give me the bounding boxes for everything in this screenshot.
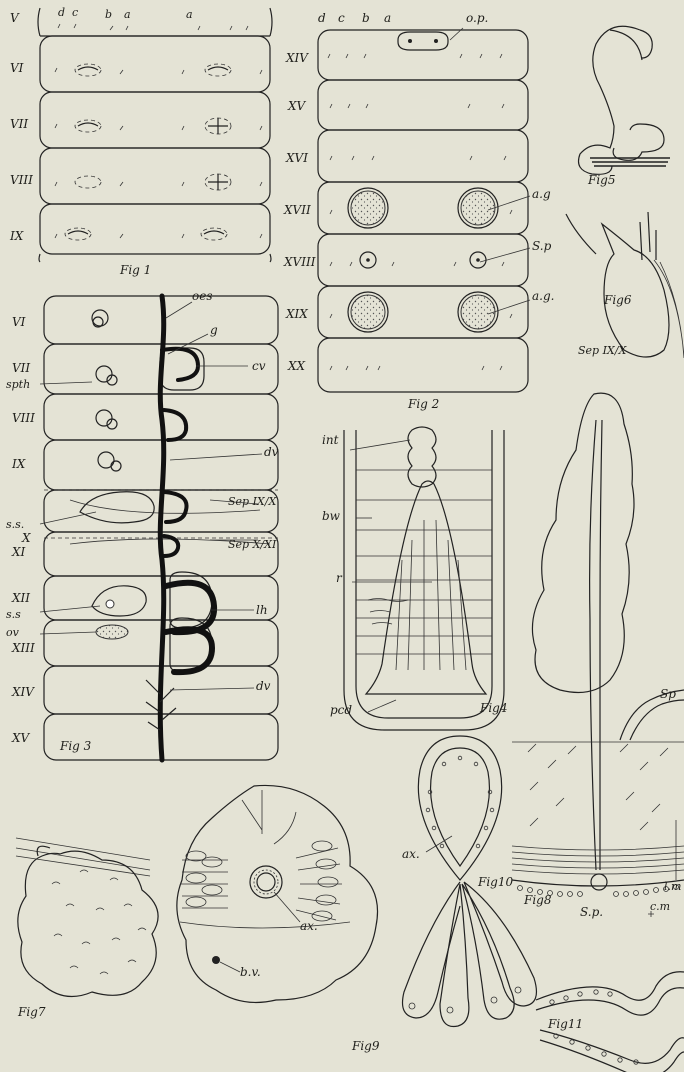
fig1-caption: Fig 1	[119, 263, 151, 277]
fig2-label-op: o.p.	[466, 11, 488, 25]
fig4-caption: Fig4	[479, 701, 507, 715]
figure-8: Sp S.p. l.m c.m Fig8	[512, 393, 684, 919]
fig2-col-c: c	[338, 11, 345, 25]
fig10-caption: Fig10	[477, 875, 513, 889]
fig7-caption: Fig7	[17, 1005, 46, 1019]
fig10-label-ax: ax.	[402, 847, 420, 861]
fig2-seg-XVIII: XVIII	[283, 255, 316, 269]
fig2-seg-XIX: XIX	[285, 307, 308, 321]
fig3-label-spth: spth	[6, 378, 30, 391]
fig3-label-oes: oes	[192, 289, 212, 303]
figure-7: Fig7	[16, 838, 158, 1019]
fig4-label-int: int	[322, 433, 339, 447]
figure-1: d c b a a V VI	[9, 6, 272, 277]
fig1-seg-VIII: VIII	[10, 173, 33, 187]
fig8-label-lm: l.m	[664, 880, 681, 893]
fig1-seg-VII: VII	[10, 117, 28, 131]
figure-5: Fig5	[579, 26, 671, 187]
fig1-col-d: d	[58, 6, 65, 19]
fig2-label-sp: S.p	[532, 239, 552, 253]
fig6-caption: Fig6	[603, 293, 632, 307]
fig3-label-ss2: s.s	[6, 608, 21, 621]
fig2-label-ag2: a.g.	[532, 289, 554, 303]
fig8-label-sp: Sp	[660, 687, 676, 701]
fig9-label-bv: b.v.	[240, 965, 261, 979]
fig3-seg-IX: IX	[11, 457, 26, 471]
figure-6: Fig6 Sep IX/X	[566, 212, 684, 358]
fig3-seg-X: X	[21, 531, 31, 545]
figure-10: ax. Fig10	[402, 736, 536, 1027]
fig3-label-g: g	[210, 323, 218, 337]
fig8-label-cm: c.m	[650, 900, 670, 913]
fig3-seg-XI: XI	[11, 545, 26, 559]
fig1-col-b: b	[105, 8, 112, 21]
fig3-label-ov: ov	[6, 626, 20, 639]
fig9-label-ax: ax.	[300, 919, 318, 933]
fig4-label-bw: bw	[322, 509, 341, 523]
fig1-segments	[39, 36, 271, 262]
fig3-seg-XII: XII	[11, 591, 30, 605]
fig9-caption: Fig9	[351, 1039, 380, 1053]
fig1-col-a: a	[124, 8, 131, 21]
fig2-col-a: a	[384, 11, 391, 25]
fig2-col-d: d	[318, 11, 326, 25]
figure-11: Fig11	[536, 972, 684, 1072]
fig3-label-sep-x-xi: Sep X/XI	[228, 538, 277, 551]
fig3-seg-VIII: VIII	[12, 411, 35, 425]
fig3-label-sep-ix-x: Sep IX/X	[228, 495, 277, 508]
fig3-seg-VII: VII	[12, 361, 30, 375]
figure-9: ax. b.v. Fig9	[177, 785, 380, 1053]
fig3-label-dv2: dv	[256, 679, 271, 693]
fig3-label-dv: dv	[264, 445, 279, 459]
fig2-col-b: b	[362, 11, 370, 25]
fig4-label-r: r	[336, 571, 343, 585]
fig1-col-a2: a	[186, 8, 193, 21]
fig3-label-lh: lh	[256, 603, 268, 617]
fig3-seg-VI: VI	[12, 315, 26, 329]
fig8-label-sp2: S.p.	[580, 905, 603, 919]
fig5-caption: Fig5	[587, 173, 615, 187]
fig6-label-sep: Sep IX/X	[578, 344, 627, 357]
fig3-seg-XIII: XIII	[11, 641, 35, 655]
fig1-col-c: c	[72, 6, 78, 19]
fig2-segments	[318, 30, 528, 392]
fig2-seg-XIV: XIV	[285, 51, 309, 65]
fig11-caption: Fig11	[547, 1017, 583, 1031]
fig3-label-ss: s.s.	[6, 518, 24, 531]
fig1-seg-VI: VI	[10, 61, 24, 75]
fig3-seg-XIV: XIV	[11, 685, 35, 699]
fig3-label-cv: cv	[252, 359, 266, 373]
figure-3: oes g cv dv Sep IX/X Sep X/XI lh dv spth…	[6, 289, 279, 760]
fig2-label-ag: a.g	[532, 187, 551, 201]
fig1-seg-V: V	[10, 11, 20, 25]
fig4-label-pcd: pcd	[330, 703, 352, 717]
figure-4: int bw r pcd Fig4	[322, 427, 507, 730]
fig2-caption: Fig 2	[407, 397, 439, 411]
figure-2: d c b a	[283, 11, 554, 411]
fig8-caption: Fig8	[523, 893, 552, 907]
fig3-caption: Fig 3	[59, 739, 92, 753]
fig2-seg-XVII: XVII	[283, 203, 311, 217]
fig2-seg-XX: XX	[287, 359, 306, 373]
fig1-seg-IX: IX	[9, 229, 24, 243]
fig3-seg-XV: XV	[11, 731, 31, 745]
fig2-seg-XVI: XVI	[285, 151, 308, 165]
fig2-seg-XV: XV	[287, 99, 307, 113]
